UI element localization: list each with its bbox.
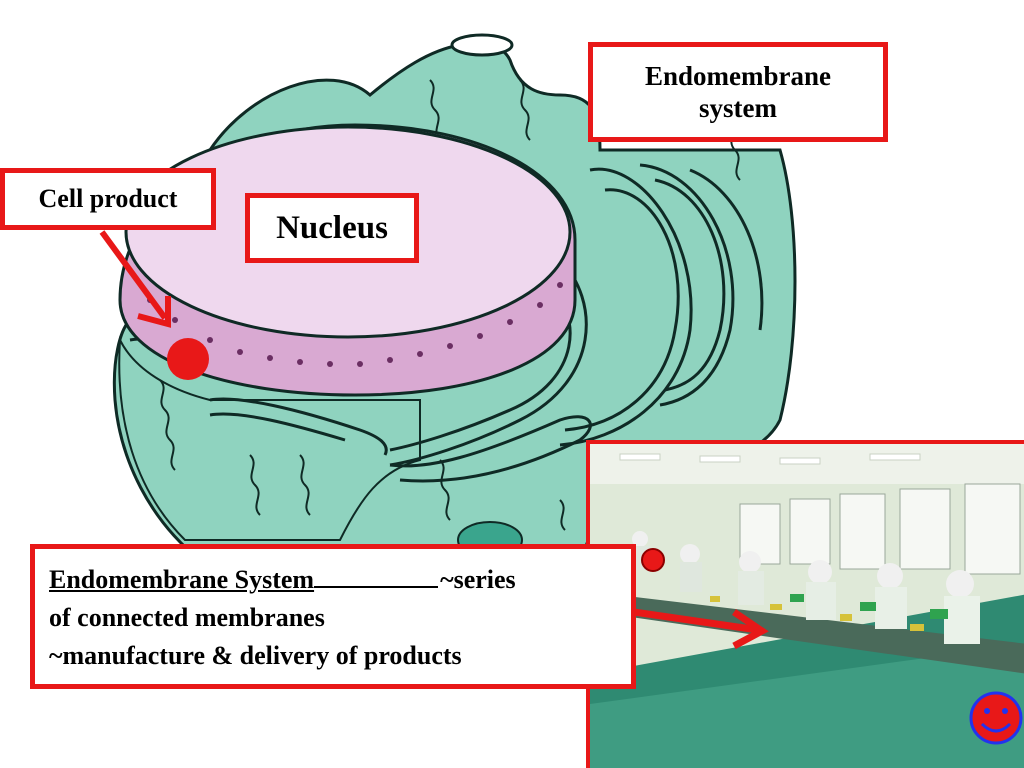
definition-series: ~series [440,565,516,594]
nucleus-label: Nucleus [245,193,419,263]
cell-product-text: Cell product [38,184,178,213]
er-opening [450,33,514,57]
cell-product-dot [167,338,209,380]
fill-in-blank [314,562,439,588]
definition-heading: Endomembrane System [49,565,315,594]
factory-scene [590,444,1024,768]
cell-product-arrowhead [137,296,171,328]
definition-box: Endomembrane System ~series of connected … [30,544,636,689]
nucleus-text: Nucleus [276,209,388,246]
cytoplasm-lower [118,336,421,541]
endomembrane-system-label: Endomembrane system [588,42,888,142]
er-tubules [159,79,741,531]
endomembrane-system-text: Endomembrane system [644,61,831,123]
factory-photo [586,440,1024,768]
cell-product-arrow [99,230,168,320]
definition-line-3: ~manufacture & delivery of products [49,641,462,670]
cell-product-label: Cell product [0,168,216,230]
definition-line-1: Endomembrane System ~series [49,561,619,599]
definition-line-2: of connected membranes [49,603,325,632]
